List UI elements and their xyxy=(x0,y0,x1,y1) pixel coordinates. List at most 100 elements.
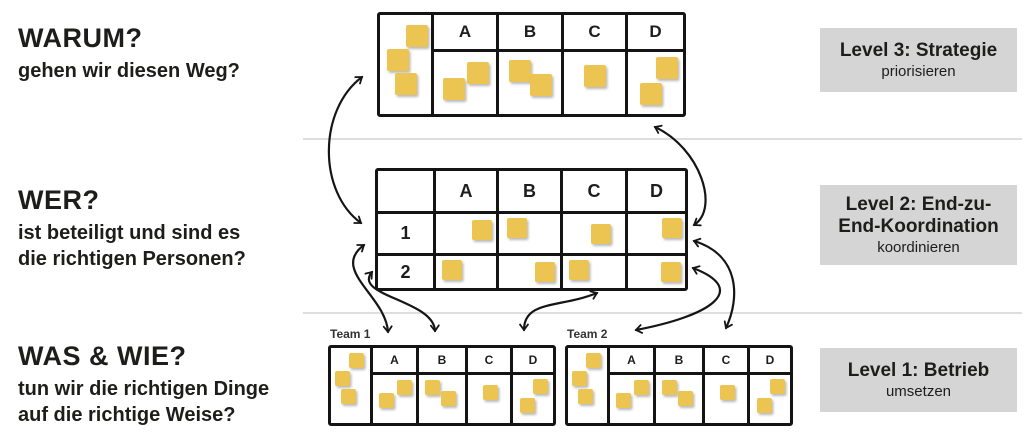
board-cell xyxy=(625,214,685,253)
sticky-note xyxy=(662,380,677,395)
sticky-note xyxy=(572,371,587,386)
sticky-note xyxy=(443,78,465,100)
sticky-note xyxy=(640,83,662,105)
board-cell xyxy=(433,214,496,253)
column-header: A xyxy=(610,348,653,375)
sticky-note xyxy=(467,62,489,84)
team1-label: Team 1 xyxy=(330,327,371,341)
sticky-note xyxy=(757,398,772,413)
sticky-note xyxy=(483,385,498,400)
column-header: B xyxy=(419,348,465,375)
board-cell xyxy=(499,52,561,114)
column-header: D xyxy=(628,15,683,52)
section-divider-bottom xyxy=(303,312,1022,314)
sticky-note xyxy=(535,262,555,282)
board-cell xyxy=(564,52,625,114)
arrow-coordination-team2-c xyxy=(692,237,736,330)
arrow-strategy-coordination-left xyxy=(327,75,364,225)
strategy-column-C: C xyxy=(561,15,625,114)
level-3-label-box: Level 3: Strategie priorisieren xyxy=(820,28,1017,92)
question-subtitle: ist beteiligt und sind es die richtigen … xyxy=(18,221,246,270)
column-header: C xyxy=(705,348,747,375)
sticky-note xyxy=(616,393,631,408)
sticky-note xyxy=(530,74,552,96)
board-cell xyxy=(468,375,510,423)
sticky-note xyxy=(397,380,412,395)
column-header: A xyxy=(434,15,496,52)
board-cell xyxy=(656,375,702,423)
sticky-note xyxy=(661,262,681,282)
strategy-column-A: A xyxy=(431,15,496,114)
sticky-note xyxy=(656,57,678,79)
team2-column-pool xyxy=(568,348,607,423)
sticky-note xyxy=(678,391,693,406)
board-cell xyxy=(705,375,747,423)
coordination-row-2: 2 xyxy=(378,253,685,288)
sticky-note xyxy=(335,371,350,386)
column-header: C xyxy=(564,15,625,52)
corner-cell xyxy=(378,171,433,211)
column-header: B xyxy=(499,15,561,52)
strategy-column-D: D xyxy=(625,15,683,114)
board-cell xyxy=(625,256,685,288)
sticky-note xyxy=(586,353,601,368)
question-title: WAS & WIE? xyxy=(18,341,187,371)
sticky-note xyxy=(770,379,785,394)
row-label: 1 xyxy=(400,223,411,243)
note-pool-cell xyxy=(331,348,370,423)
column-header: D xyxy=(513,348,553,375)
note-pool-cell xyxy=(380,15,431,114)
sticky-note xyxy=(395,73,417,95)
coordination-row-1: 1 xyxy=(378,211,685,253)
team2-column-A: A xyxy=(607,348,653,423)
question-title: WER? xyxy=(18,185,100,215)
board-cell xyxy=(560,214,625,253)
sticky-note xyxy=(406,25,428,47)
team1-column-C: C xyxy=(465,348,510,423)
column-header: A xyxy=(373,348,416,375)
board-cell xyxy=(496,256,560,288)
board-cell xyxy=(496,214,560,253)
team1-column-A: A xyxy=(370,348,416,423)
strategy-column-B: B xyxy=(496,15,561,114)
sticky-note xyxy=(349,353,364,368)
team2-column-C: C xyxy=(702,348,747,423)
note-pool-cell xyxy=(568,348,607,423)
board-cell xyxy=(433,256,496,288)
column-header: C xyxy=(560,171,625,211)
row-label: 2 xyxy=(400,261,411,282)
team2-column-B: B xyxy=(653,348,702,423)
sticky-note xyxy=(472,220,492,240)
sticky-note xyxy=(441,391,456,406)
sticky-note xyxy=(591,224,611,244)
sticky-note xyxy=(520,398,535,413)
sticky-note xyxy=(662,218,682,238)
sticky-note xyxy=(507,218,527,238)
sticky-note xyxy=(379,393,394,408)
level-2-label-box: Level 2: End-zu-End-Koordination koordin… xyxy=(820,185,1017,265)
level-title: Level 1: Betrieb xyxy=(847,359,990,381)
sticky-note xyxy=(584,65,606,87)
board-cell xyxy=(610,375,653,423)
column-header: A xyxy=(433,171,496,211)
team2-label: Team 2 xyxy=(567,327,608,341)
sticky-note xyxy=(578,389,593,404)
sticky-note xyxy=(720,385,735,400)
level-subtitle: priorisieren xyxy=(881,63,956,81)
strategy-column-pool xyxy=(380,15,431,114)
sticky-note xyxy=(341,389,356,404)
column-header: C xyxy=(468,348,510,375)
board-cell xyxy=(628,52,683,114)
level-1-label-box: Level 1: Betrieb umsetzen xyxy=(820,348,1017,412)
question-warum: WARUM? gehen wir diesen Weg? xyxy=(18,23,240,84)
board-cell xyxy=(513,375,553,423)
question-wer: WER? ist beteiligt und sind es die richt… xyxy=(18,185,246,272)
column-header: B xyxy=(656,348,702,375)
sticky-note xyxy=(634,380,649,395)
